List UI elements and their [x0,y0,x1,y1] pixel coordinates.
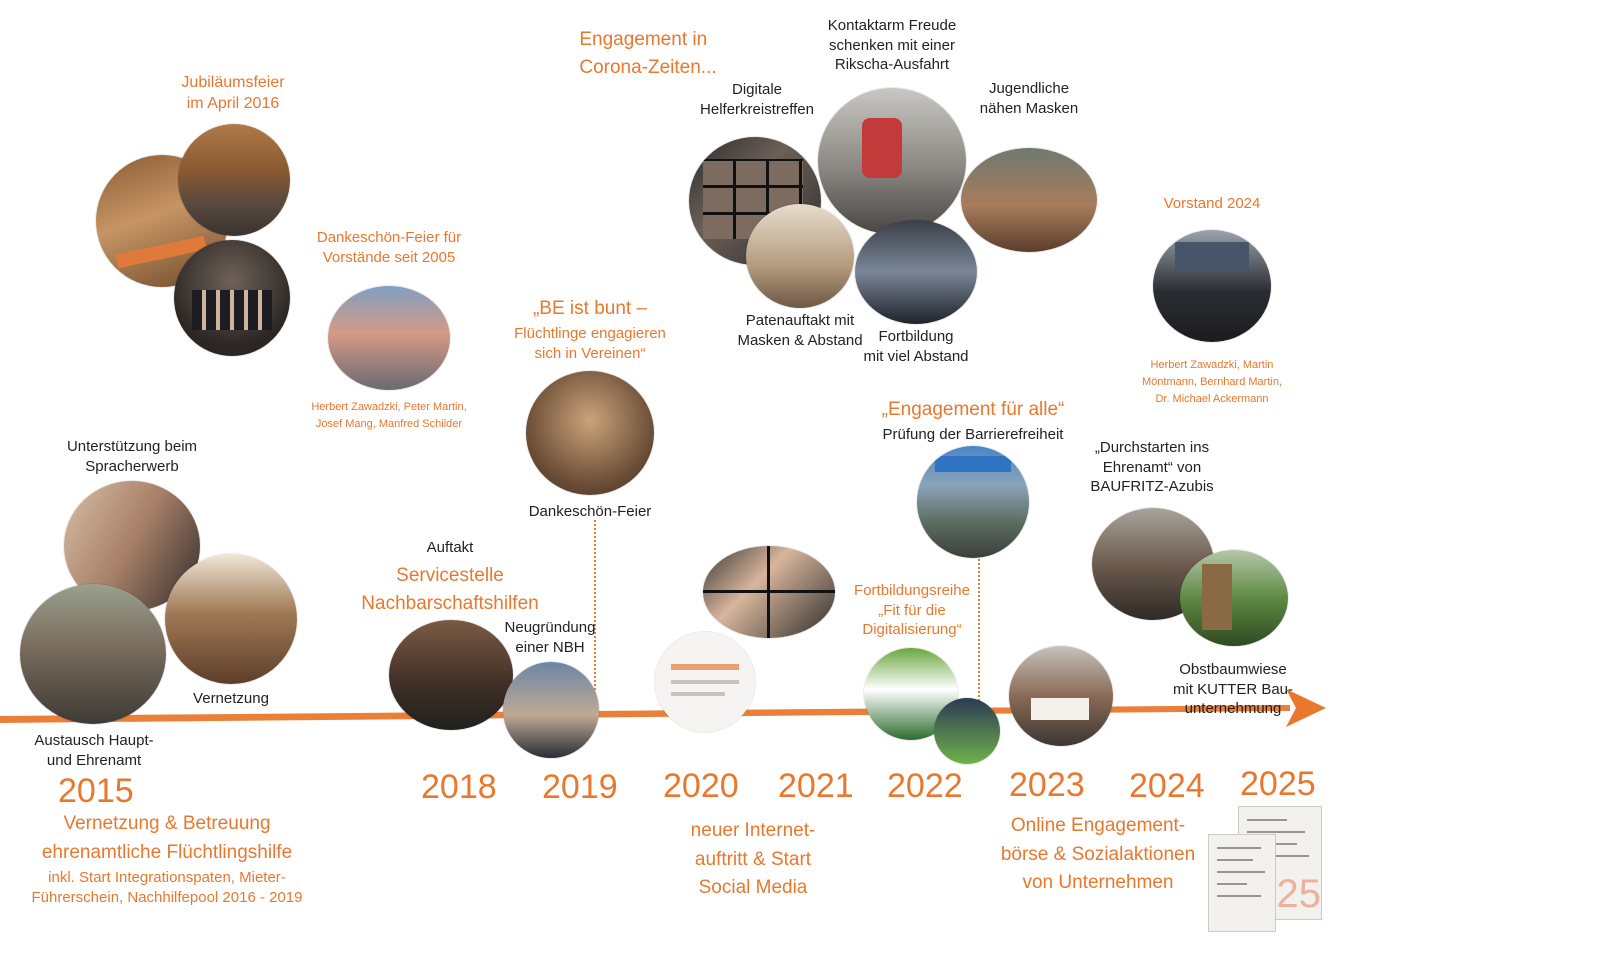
photo-digitale-treffen [689,137,821,265]
year-2019: 2019 [542,768,618,806]
label-unterstuetzung: Unterstützung beim Spracherwerb [66,438,198,475]
label-corona: Engagement in Corona-Zeiten... [579,29,717,78]
label-patenauftakt: Patenauftakt mit Masken & Abstand [737,312,863,349]
photo-patenauftakt [746,204,854,308]
photo-masken-naehen [961,148,1097,252]
label-durchstarten: „Durchstarten ins Ehrenamt“ von BAUFRITZ… [1090,439,1214,495]
label-vernetzung: Vernetzung [193,690,269,707]
label-be-bunt-title: „BE ist bunt – [532,298,648,319]
label-jubilaeum: Jubiläumsfeier im April 2016 [181,74,285,112]
photo-website [655,632,755,732]
label-fortbildungsreihe: Fortbildungsreihe „Fit für die Digitalis… [854,582,970,638]
photo-austausch [20,584,166,724]
label-vorstand-2024: Vorstand 2024 [1163,195,1261,212]
label-vernetzung-betreuung: Vernetzung & Betreuung ehrenamtliche Flü… [41,813,293,863]
photo-fortbildung-abstand [855,220,977,324]
label-dankeschoen-vorstaende: Dankeschön-Feier für Vorstände seit 2005 [316,229,462,266]
label-jugendliche: Jugendliche nähen Masken [979,80,1079,117]
photo-jubilaeum-group [174,240,290,356]
photo-vorstand-2024 [1153,230,1271,342]
year-2020: 2020 [663,767,739,805]
label-dankeschoen-feier: Dankeschön-Feier [528,503,652,520]
label-servicestelle: Servicestelle Nachbarschaftshilfen [361,565,539,614]
label-internet: neuer Internet- auftritt & Start Social … [690,820,816,898]
photo-dankeschoen-vorstaende [328,286,450,390]
document-thumbnail-front [1208,834,1276,932]
label-engagement-alle: „Engagement für alle“ [881,399,1065,420]
label-digitale-treffen: Digitale Helferkreistreffen [700,81,814,118]
photo-servicestelle [389,620,513,730]
connector-2022 [978,555,980,705]
photo-barrierefreiheit [917,446,1029,558]
label-fortbildung: Fortbildung mit viel Abstand [863,328,969,365]
year-2025: 2025 [1240,765,1316,803]
label-inkl: inkl. Start Integrationspaten, Mieter- F… [31,869,303,906]
label-auftakt: Auftakt [426,539,474,556]
caption-vorstaende-2016: Herbert Zawadzki, Peter Martin, Josef Ma… [311,401,467,431]
caption-vorstand-2024: Herbert Zawadzki, Martin Möntmann, Bernh… [1141,359,1283,406]
photo-video-call [703,546,835,638]
year-2024: 2024 [1129,767,1205,805]
label-obstbaum: Obstbaumwiese mit KUTTER Bau- unternehmu… [1172,661,1294,717]
label-neugruendung: Neugründung einer NBH [504,619,596,656]
photo-vernetzung [165,554,297,684]
label-austausch: Austausch Haupt- und Ehrenamt [34,732,154,769]
photo-obstbaumwiese [1180,550,1288,646]
photo-neugruendung [503,662,599,758]
year-2018: 2018 [421,768,497,806]
year-2015: 2015 [58,772,134,810]
photo-be-bunt [526,371,654,495]
year-2022: 2022 [887,767,963,805]
label-rikscha: Kontaktarm Freude schenken mit einer Rik… [827,17,957,73]
photo-engagementboerse [1009,646,1113,746]
label-online: Online Engagement- börse & Sozialaktione… [1000,815,1196,893]
label-barrierefreiheit: Prüfung der Barrierefreiheit [882,426,1064,443]
year-2021: 2021 [778,767,854,805]
connector-2019 [594,520,596,710]
photo-digitalisierung-plakat [934,698,1000,764]
year-2023: 2023 [1009,766,1085,804]
photo-rikscha [818,88,966,234]
label-be-bunt-sub: Flüchtlinge engagieren sich in Vereinen“ [514,325,666,362]
photo-jubilaeum-crowd [178,124,290,236]
